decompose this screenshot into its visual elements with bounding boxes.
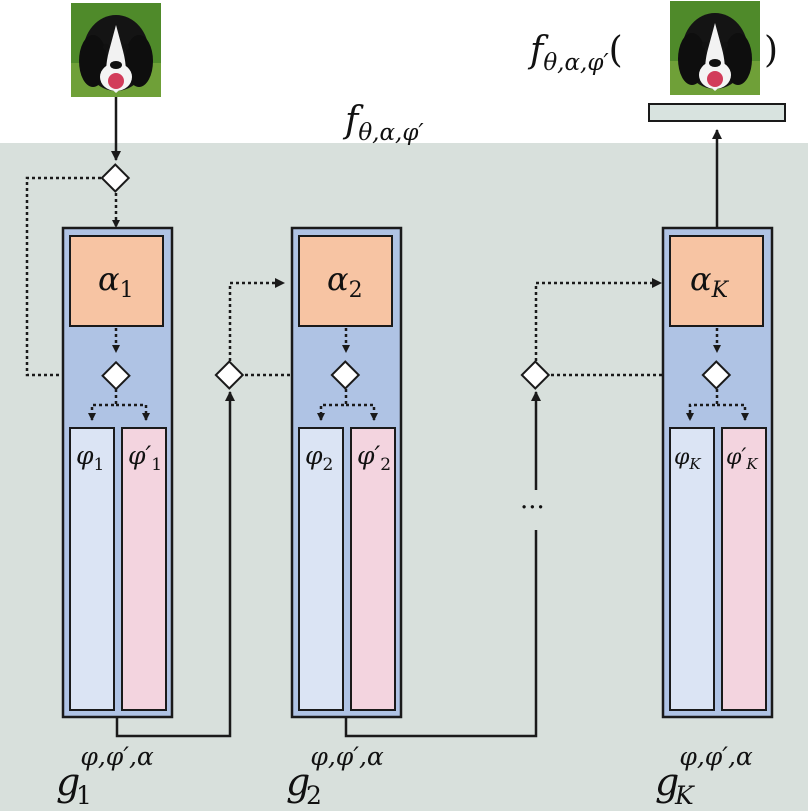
alpha-2-box — [298, 235, 393, 327]
phip-k-column — [721, 427, 767, 711]
dotted-arrow-to-phip-2 — [346, 403, 378, 421]
output-dog-image — [670, 1, 760, 95]
split-diamond-2 — [214, 360, 245, 390]
block-k: αK φK φ′K gφ,φ′,α K — [655, 226, 774, 810]
phi-1-label: φ1 — [76, 441, 104, 475]
g-k-sub: K — [674, 781, 695, 810]
dotted-arrow-to-phi-1 — [88, 389, 118, 421]
phip-2-label: φ′2 — [357, 441, 391, 475]
dotted-skip-to-diamond-1 — [25, 176, 101, 380]
diamond-k — [701, 360, 732, 390]
block-2: α2 φ2 φ′2 gφ,φ′,α 2 — [286, 226, 403, 810]
alpha-2-label: α2 — [327, 260, 363, 303]
phip-2-column — [350, 427, 396, 711]
connector-block1-to-block2 — [115, 391, 235, 738]
dotted-arrow-to-alpha-2 — [228, 278, 285, 361]
top-function-label: fθ,α,φ′ — [342, 100, 424, 146]
dotted-arrow-to-alpha-k — [534, 278, 662, 361]
dotted-arrow-to-phip-1 — [116, 403, 150, 421]
g-2-label: gφ,φ′,α — [286, 742, 384, 804]
output-bar — [648, 103, 786, 122]
g-1-label: gφ,φ′,α — [56, 742, 154, 804]
phi-1-column — [69, 427, 115, 711]
phip-1-label: φ′1 — [128, 441, 162, 475]
alpha-1-box — [69, 235, 164, 327]
dotted-arrow-to-phip-k — [717, 403, 749, 421]
alpha-k-box — [669, 235, 764, 327]
phi-k-label: φK — [674, 445, 701, 473]
output-close-paren: ) — [764, 30, 778, 71]
dotted-arrow-to-phi-k — [686, 389, 719, 421]
split-diamond-input — [100, 163, 131, 193]
phip-1-column — [121, 427, 167, 711]
phi-2-label: φ2 — [305, 441, 333, 475]
split-diamond-k — [520, 360, 551, 390]
alpha-k-label: αK — [690, 260, 730, 303]
g-2-sub: 2 — [306, 781, 322, 810]
ellipsis: ··· — [520, 493, 545, 523]
dotted-arrow-to-phi-2 — [317, 389, 348, 421]
block-1: α1 φ1 φ′1 gφ,φ′,α 1 — [56, 226, 174, 810]
phip-k-label: φ′K — [726, 445, 758, 473]
alpha-1-label: α1 — [98, 260, 134, 303]
g-k-label: gφ,φ′,α — [655, 742, 753, 804]
connector-block2-onward — [344, 530, 538, 738]
phi-2-column — [298, 427, 344, 711]
diamond-1 — [101, 360, 131, 391]
diamond-2 — [330, 360, 361, 390]
output-function-label: fθ,α,φ′( — [527, 30, 623, 76]
phi-k-column — [669, 427, 715, 711]
g-1-sub: 1 — [76, 781, 92, 810]
input-dog-image — [71, 3, 161, 97]
